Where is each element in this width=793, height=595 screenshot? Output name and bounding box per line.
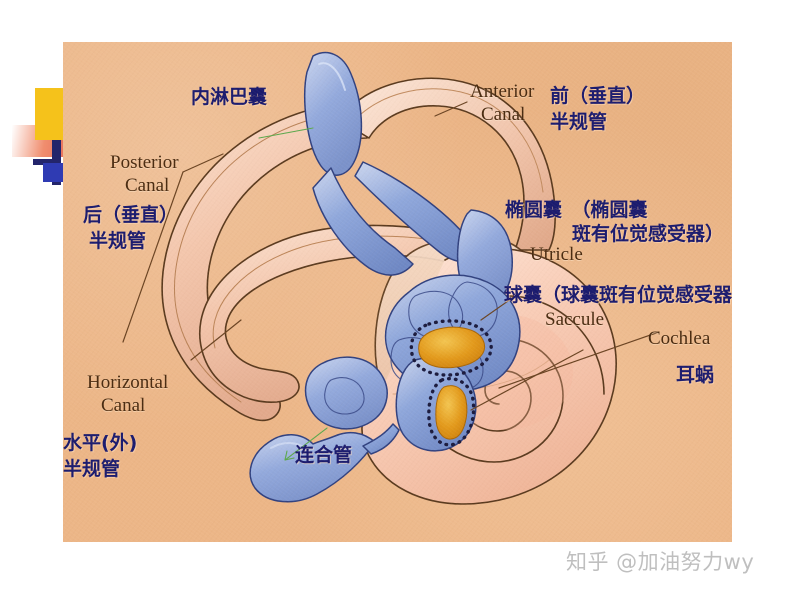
label-posterior-canal-cn-line1: 后（垂直） [83,204,179,226]
label-anterior-canal-cn-line1: 前（垂直） [550,85,646,107]
label-horizontal-canal-cn-line2: 半规管 [63,458,121,480]
watermark: 知乎 @加油努力wy [566,550,755,574]
label-anterior-canal-en-line2: Canal [481,104,526,125]
label-saccule-en: Saccule [545,309,605,330]
label-cochlea-en: Cochlea [648,328,711,349]
label-anterior-canal-cn-line2: 半规管 [550,111,608,133]
label-utricle-cn-line1: 椭圆囊 （椭圆囊 [505,199,648,221]
label-posterior-canal-cn-line2: 半规管 [89,230,147,252]
label-posterior-canal-en-line1: Posterior [110,152,179,173]
decoration-yellow-block [35,88,63,140]
decoration-navy-horizontal-bar [33,159,61,165]
label-horizontal-canal-en-line2: Canal [101,395,146,416]
label-utricle-cn-line2: 斑有位觉感受器） [572,223,725,245]
diagram-panel: 内淋巴囊 Anterior Canal 前（垂直） 半规管 Posterior … [63,42,732,542]
inner-ear-illustration [122,51,660,505]
label-cochlea-cn: 耳蜗 [676,364,715,386]
label-anterior-canal-en-line1: Anterior [470,81,535,102]
label-posterior-canal-en-line2: Canal [125,175,170,196]
label-ductus-reuniens-cn: 连合管 [295,444,353,466]
label-endolymphatic-sac-cn: 内淋巴囊 [191,86,268,108]
decoration-blue-square [43,163,64,182]
label-utricle-en: Utricle [530,244,583,265]
label-horizontal-canal-en-line1: Horizontal [87,372,169,393]
label-saccule-cn: 球囊（球囊斑有位觉感受器） [504,284,732,306]
label-horizontal-canal-cn-line1: 水平(外) [63,432,138,454]
